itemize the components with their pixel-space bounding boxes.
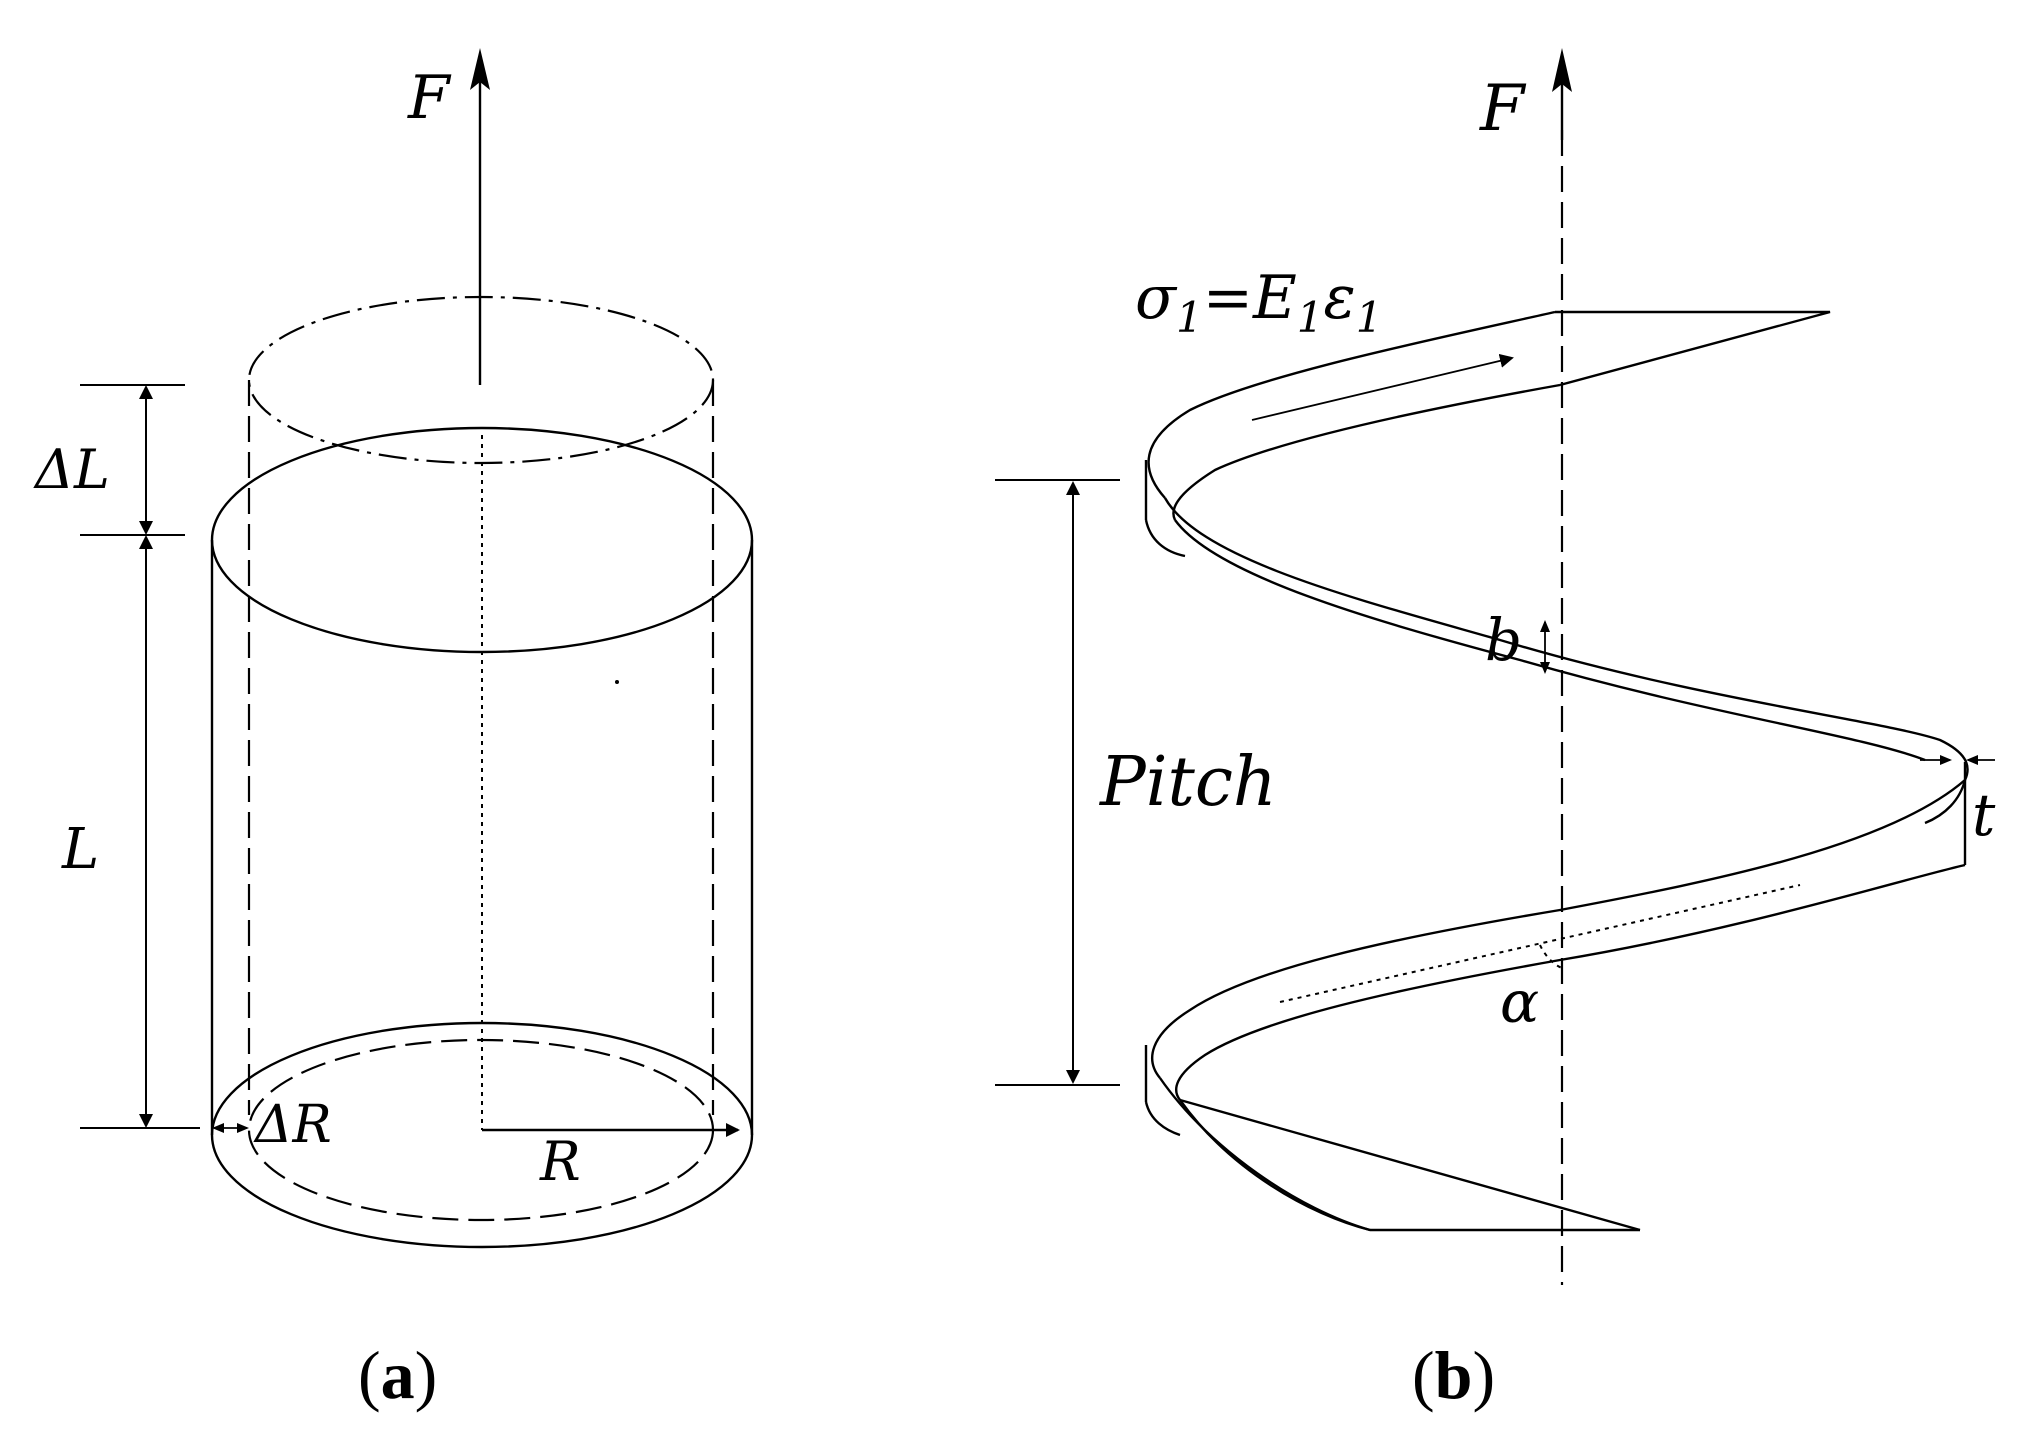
- figure-b-helix: F σ1=E1ε1 b Pitch t α (b): [995, 48, 1996, 1413]
- strip-back-top: [1163, 497, 1969, 781]
- caption-b-letter: b: [1435, 1337, 1473, 1413]
- pitch-label: Pitch: [1098, 743, 1277, 822]
- strip-right-fold-curve: [1924, 779, 1967, 825]
- strip-lower-front-top: [1151, 779, 1966, 1079]
- figure-a-cylinder: F ΔL L ΔR R (a): [33, 48, 754, 1413]
- force-arrow-b-head: [1552, 48, 1572, 92]
- caption-b: (b): [1412, 1337, 1495, 1413]
- strip-bottom-top: [1159, 1077, 1640, 1232]
- stress-epsilon: ε: [1324, 263, 1356, 333]
- strip-back-bottom: [1174, 519, 1926, 762]
- stress-sub-3: 1: [1356, 293, 1383, 342]
- stress-sigma: σ: [1135, 263, 1178, 333]
- stress-sub-2: 1: [1297, 293, 1324, 342]
- delta-l-label: ΔL: [33, 438, 110, 501]
- stress-sub-1: 1: [1176, 293, 1203, 342]
- strip-bottom-end: [1179, 1098, 1641, 1232]
- caption-b-open: (: [1412, 1337, 1435, 1413]
- force-label-a: F: [407, 63, 452, 133]
- force-arrow-a-head: [470, 48, 490, 90]
- stray-dot: [615, 680, 619, 684]
- strip-lower-fold-curve: [1144, 1101, 1181, 1137]
- caption-a-letter: a: [381, 1337, 415, 1413]
- length-label: L: [61, 817, 99, 882]
- delta-r-label: ΔR: [253, 1095, 332, 1155]
- stress-direction-arrow: [1251, 353, 1514, 421]
- caption-a: (a): [358, 1337, 437, 1413]
- strip-bottom-bottom: [1179, 1099, 1371, 1232]
- stress-equals-e: =E: [1203, 263, 1297, 333]
- strip-upper-fold-curve: [1144, 519, 1186, 558]
- radius-label: R: [539, 1130, 581, 1193]
- strip-top-end: [1555, 310, 1831, 387]
- force-label-b: F: [1479, 72, 1527, 146]
- width-label: b: [1485, 606, 1522, 674]
- caption-a-open: (: [358, 1337, 381, 1413]
- strip-upper-front-top: [1147, 310, 1556, 499]
- angle-label: α: [1500, 968, 1539, 1036]
- thickness-label: t: [1972, 781, 1996, 849]
- stress-equation: σ1=E1ε1: [1135, 263, 1382, 342]
- strip-upper-front-bottom: [1172, 383, 1561, 521]
- caption-b-close: ): [1472, 1337, 1495, 1413]
- strip-lower-front-bottom: [1175, 863, 1966, 1101]
- caption-a-close: ): [415, 1337, 438, 1413]
- strip-centerline: [1279, 884, 1801, 1003]
- helix-angle-arc: [1539, 944, 1563, 969]
